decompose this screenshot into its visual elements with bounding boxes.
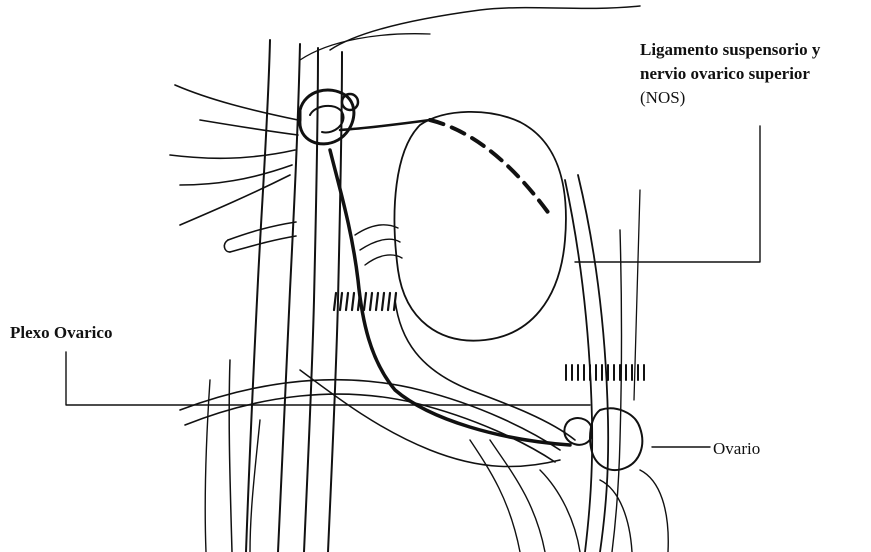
iliac-vessel-6 xyxy=(540,470,580,552)
label-ovario: Ovario xyxy=(713,437,760,461)
nos-dashed-path xyxy=(430,120,550,215)
iliac-vessel-5 xyxy=(490,440,545,552)
ovary-lobe-1 xyxy=(564,418,592,445)
label-nos-line3: (NOS) xyxy=(640,86,820,110)
renal-vessel-3 xyxy=(170,150,295,158)
leader-plexo xyxy=(66,352,590,405)
femoral-left-1 xyxy=(229,360,232,552)
aorta-left-wall xyxy=(246,40,270,552)
iliac-vessel-3 xyxy=(300,370,560,467)
ganglion-knot-inner xyxy=(310,106,344,133)
iliac-vessel-1 xyxy=(180,380,560,450)
leader-nos xyxy=(575,126,760,262)
fan-vessel-2 xyxy=(360,239,400,250)
label-nos-line2: nervio ovarico superior xyxy=(640,62,820,86)
renal-vessel-5 xyxy=(180,175,290,225)
body-outline-inner xyxy=(300,34,430,60)
body-outline xyxy=(330,6,640,50)
iliac-vessel-2 xyxy=(185,394,555,462)
ganglion-knot xyxy=(300,90,354,144)
vena-cava-left-wall xyxy=(304,48,318,552)
femoral-left-3 xyxy=(250,420,260,552)
right-vessel-2 xyxy=(578,175,608,552)
renal-vein-stub-lower xyxy=(230,236,296,252)
renal-vessel-2 xyxy=(200,120,298,135)
femoral-left-2 xyxy=(205,380,210,552)
plexus-hatch-left xyxy=(334,293,396,310)
renal-vessel-1 xyxy=(175,85,298,120)
renal-vein-cap xyxy=(224,240,230,252)
label-nos-line1: Ligamento suspensorio y xyxy=(640,38,820,62)
fan-vessel-1 xyxy=(355,225,398,235)
iliac-vessel-4 xyxy=(470,440,520,552)
ovary-cluster xyxy=(590,408,642,470)
right-vessel-3 xyxy=(612,230,622,552)
large-oval xyxy=(394,112,565,341)
label-ligamento-nos: Ligamento suspensorio y nervio ovarico s… xyxy=(640,38,820,110)
label-plexo-ovarico: Plexo Ovarico xyxy=(10,321,112,345)
right-lower-arc-1 xyxy=(640,470,668,552)
